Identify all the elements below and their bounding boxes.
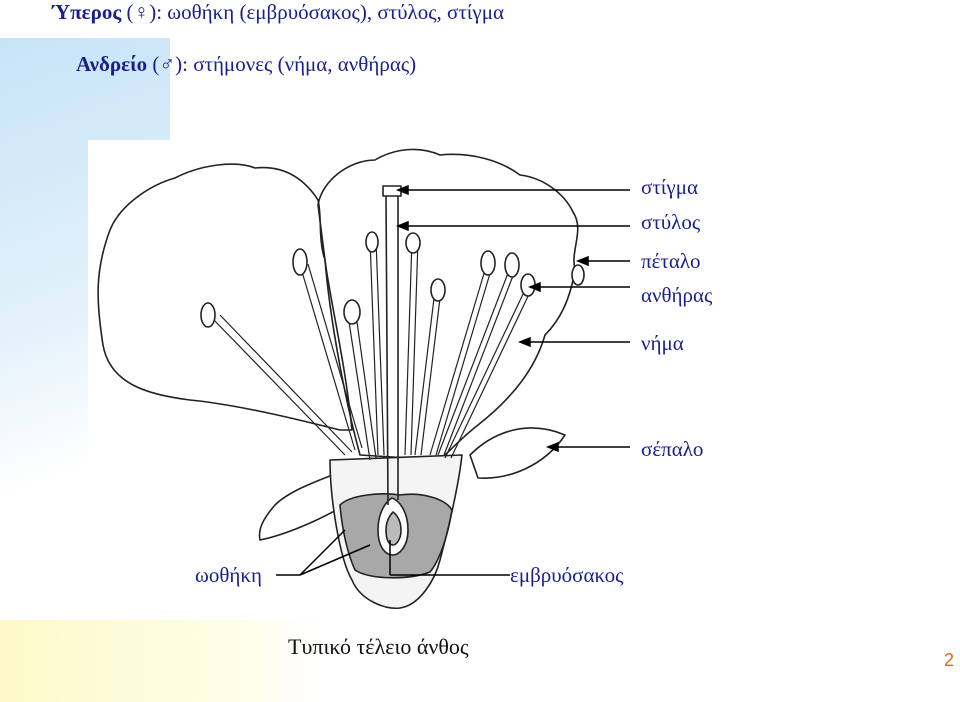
label-ovary: ωοθήκη	[195, 563, 262, 588]
label-embryo-sac: εμβρυόσακος	[510, 563, 623, 588]
page-number: 2	[944, 650, 954, 671]
label-stigma: στίγμα	[641, 175, 698, 200]
label-filament: νήμα	[641, 331, 684, 356]
label-pointers	[276, 186, 630, 575]
anthers	[201, 232, 584, 327]
label-sepal: σέπαλο	[641, 437, 703, 462]
label-anther: ανθήρας	[641, 283, 712, 308]
label-petal: πέταλο	[641, 249, 701, 274]
right-sepal	[470, 428, 565, 478]
left-petal	[98, 164, 352, 430]
label-style: στύλος	[641, 210, 700, 235]
figure-caption: Τυπικό τέλειο άνθος	[288, 634, 469, 660]
stigma	[383, 186, 401, 196]
